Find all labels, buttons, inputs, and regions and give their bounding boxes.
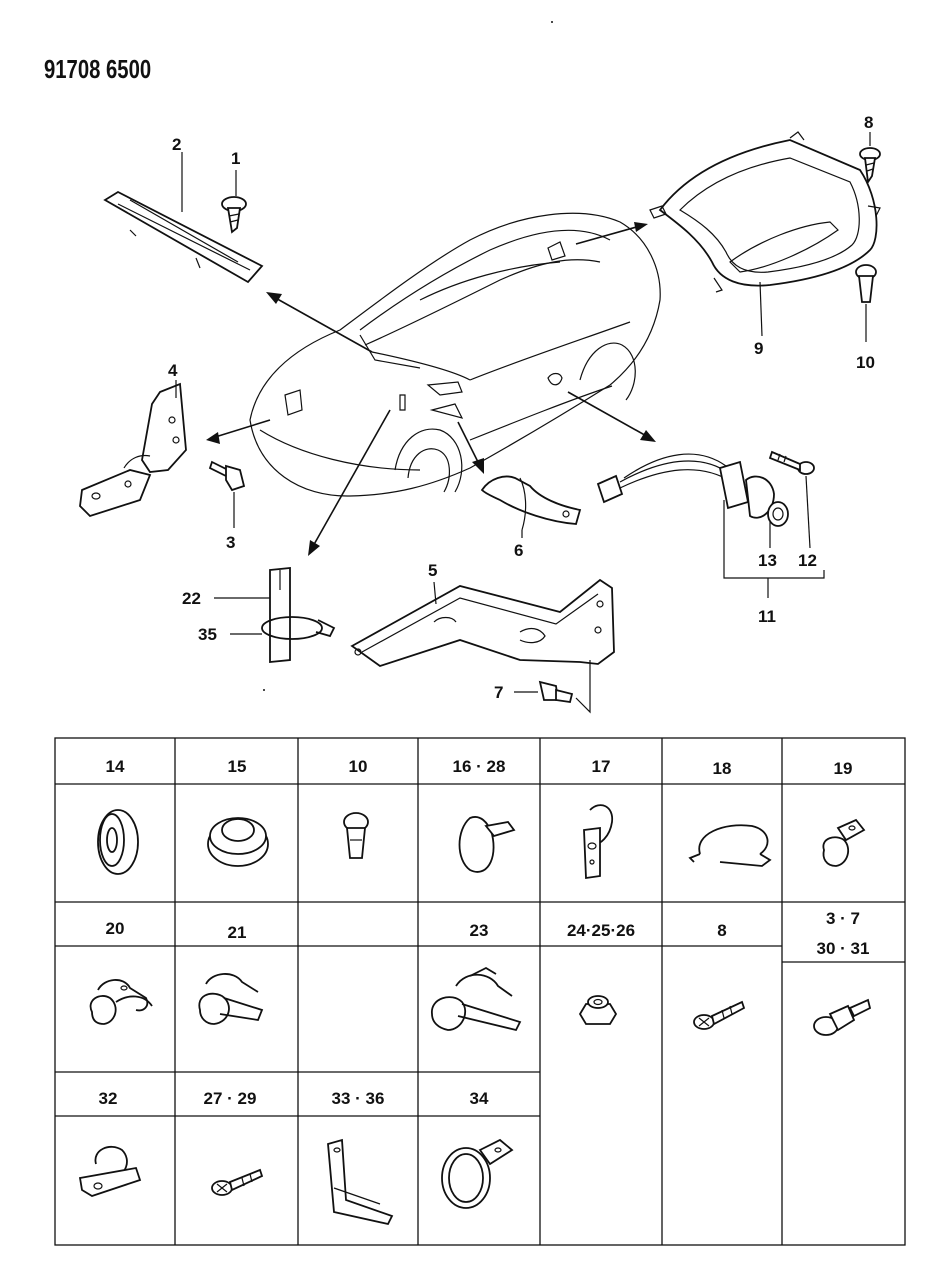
part-4-bracket — [79, 382, 187, 518]
table-part-33-bracket — [327, 1138, 394, 1226]
part-22-clip — [269, 567, 291, 663]
table-label-30-31: 30 · 31 — [817, 939, 870, 958]
leader-12 — [805, 475, 811, 549]
table-part-3-bolt — [813, 998, 872, 1036]
table-part-18-band — [688, 824, 772, 867]
callout-11: 11 — [758, 607, 776, 626]
table-part-32-clip — [78, 1145, 142, 1197]
part-7-bolt — [538, 680, 574, 704]
part-10-clip — [855, 264, 877, 303]
table-label-17: 17 — [592, 757, 611, 776]
table-part-17-clamp — [583, 804, 613, 880]
table-label-20: 20 — [106, 919, 125, 938]
callout-22: 22 — [182, 589, 201, 608]
part-12-screw — [768, 450, 815, 475]
leader-5 — [433, 581, 437, 605]
table-label-32: 32 — [99, 1089, 118, 1108]
table-label-27-29: 27 · 29 — [204, 1089, 257, 1108]
table-label-19: 19 — [834, 759, 853, 778]
callout-3: 3 — [226, 533, 235, 552]
callout-7: 7 — [494, 683, 503, 702]
table-part-24-nut — [578, 995, 618, 1025]
callout-1: 1 — [231, 149, 240, 168]
table-label-10: 10 — [349, 757, 368, 776]
table-part-23-clip — [431, 966, 522, 1032]
part-5-bracket — [350, 578, 615, 667]
table-label-15: 15 — [228, 757, 247, 776]
callout-6: 6 — [514, 541, 523, 560]
callout-35: 35 — [198, 625, 217, 644]
leader-7-link — [575, 660, 591, 714]
part-3-bolt — [208, 460, 246, 492]
part-1-screw — [221, 196, 247, 234]
document-code: 91708 6500 — [44, 54, 152, 84]
vehicle-outline — [249, 212, 661, 497]
pointer-arrows — [206, 222, 656, 556]
callout-13: 13 — [758, 551, 777, 570]
speck — [551, 21, 553, 23]
table-label-23: 23 — [470, 921, 489, 940]
bracket-11 — [723, 500, 825, 579]
table-label-33-36: 33 · 36 — [332, 1089, 385, 1108]
callout-9: 9 — [754, 339, 763, 358]
table-label-24-25-26: 24·25·26 — [567, 921, 635, 940]
table-label-16-28: 16 · 28 — [453, 757, 506, 776]
callout-8: 8 — [864, 113, 873, 132]
callout-5: 5 — [428, 561, 437, 580]
table-label-21: 21 — [228, 923, 247, 942]
table-label-18: 18 — [713, 759, 732, 778]
table-part-15-plug — [207, 817, 269, 867]
callout-2: 2 — [172, 135, 181, 154]
part-8-screw — [859, 147, 881, 185]
table-part-20-clip — [89, 979, 153, 1025]
part-9-frame — [649, 131, 881, 293]
table-label-3-7: 3 · 7 — [826, 909, 860, 928]
part-2-cover — [103, 190, 264, 284]
part-6-bracket — [480, 475, 582, 531]
table-part-19-clip — [822, 818, 866, 867]
table-part-8-screw — [693, 1000, 746, 1030]
callout-4: 4 — [168, 361, 178, 380]
table-label-14: 14 — [106, 757, 125, 776]
speck — [263, 689, 265, 691]
parts-table — [54, 737, 906, 1246]
table-part-10-clip — [343, 812, 369, 859]
callout-12: 12 — [798, 551, 817, 570]
table-part-14-grommet — [97, 809, 139, 875]
table-part-34-band — [441, 1138, 514, 1209]
part-35-band — [261, 616, 336, 640]
callout-10: 10 — [856, 353, 875, 372]
table-label-34: 34 — [470, 1089, 489, 1108]
table-part-21-clip — [198, 973, 264, 1025]
table-part-16-tie — [458, 816, 516, 873]
part-13-switch — [596, 453, 789, 527]
table-label-8: 8 — [717, 921, 726, 940]
table-part-27-screw — [211, 1168, 264, 1196]
leader-9 — [759, 281, 763, 337]
